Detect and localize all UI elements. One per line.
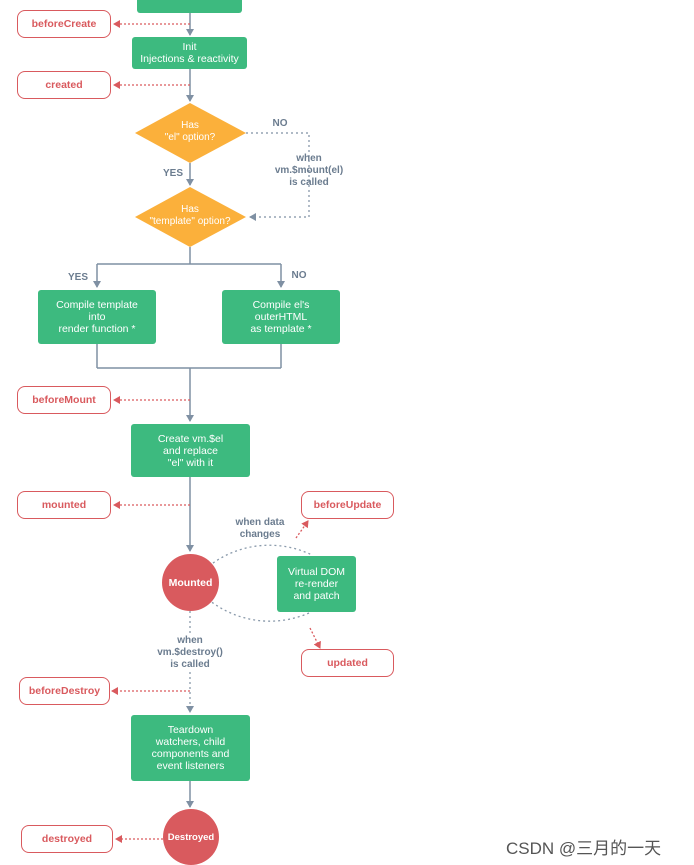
- no-template-label: NO: [291, 270, 307, 281]
- when-mount-label: when vm.$mount(el) is called: [274, 153, 344, 188]
- has-template-diamond: [135, 187, 246, 247]
- compile-el-box: Compile el's outerHTML as template *: [222, 290, 340, 344]
- has-el-question: Has "el" option?: [164, 120, 216, 143]
- hook-arrow: [309, 627, 321, 649]
- before-destroy-hook: beforeDestroy: [19, 677, 110, 705]
- has-el-diamond: [135, 103, 246, 163]
- update-loop-arc-top: [208, 544, 313, 567]
- watermark: CSDN @三月的一天: [506, 839, 662, 858]
- mounted-state: Mounted: [162, 554, 219, 611]
- compile-template-box: Compile template into render function *: [38, 290, 156, 344]
- teardown-box: Teardown watchers, child components and …: [131, 715, 250, 781]
- create-el-box: Create vm.$el and replace "el" with it: [131, 424, 250, 477]
- destroyed-state: Destroyed: [163, 809, 219, 865]
- no-el-label: NO: [272, 118, 288, 129]
- previous-step-box: [137, 0, 242, 13]
- hook-arrow: [295, 520, 309, 539]
- before-create-hook: beforeCreate: [17, 10, 111, 38]
- init-box: Init Injections & reactivity: [132, 37, 247, 69]
- has-template-question: Has "template" option?: [149, 204, 231, 227]
- destroyed-hook: destroyed: [21, 825, 113, 853]
- no-el-branch: [246, 132, 310, 221]
- mounted-hook: mounted: [17, 491, 111, 519]
- before-update-hook: beforeUpdate: [301, 491, 394, 519]
- yes-template-label: YES: [67, 272, 88, 283]
- updated-hook: updated: [301, 649, 394, 677]
- yes-el-label: YES: [162, 168, 183, 179]
- virtual-dom-box: Virtual DOM re-render and patch: [277, 556, 356, 612]
- created-hook: created: [17, 71, 111, 99]
- when-destroy-label: when vm.$destroy() is called: [157, 635, 223, 670]
- before-mount-hook: beforeMount: [17, 386, 111, 414]
- when-data-changes-label: when data changes: [235, 517, 285, 540]
